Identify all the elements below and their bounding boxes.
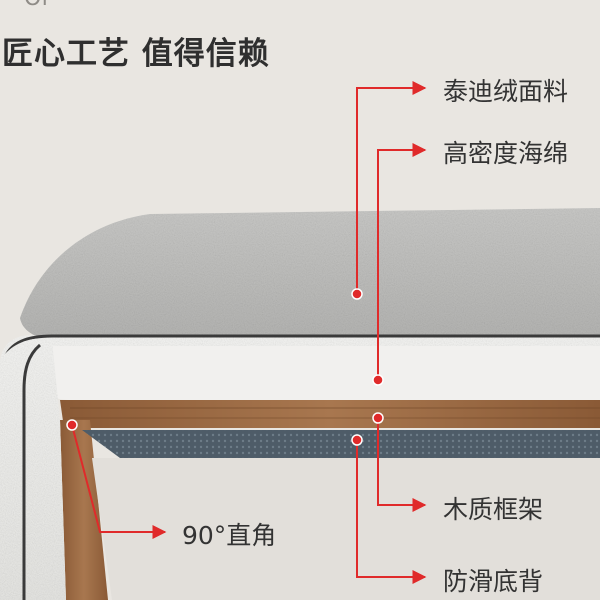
page-headline: 匠心工艺 值得信赖 — [2, 36, 270, 72]
callout-dot-foam — [372, 374, 384, 386]
brand-logo: Of — [24, 0, 49, 11]
callout-label-frame: 木质框架 — [443, 495, 544, 524]
callout-dot-fabric — [351, 288, 363, 300]
foam-layer — [40, 346, 600, 400]
leader-line-foam — [377, 143, 427, 378]
leader-line-frame — [377, 418, 427, 512]
fabric-side-outline — [22, 343, 42, 600]
leader-line-backing — [356, 440, 427, 584]
anti-slip-backing — [82, 430, 600, 458]
wood-frame-plank — [60, 400, 600, 428]
callout-dot-corner — [66, 419, 78, 431]
callout-label-foam: 高密度海绵 — [443, 139, 569, 168]
fabric-side-wall — [0, 338, 66, 600]
underside-shadow — [92, 458, 600, 600]
leader-line-corner — [71, 424, 167, 539]
callout-label-fabric: 泰迪绒面料 — [443, 77, 569, 106]
fabric-top-surface — [20, 208, 600, 340]
callout-dot-backing — [351, 434, 363, 446]
callout-label-corner: 90°直角 — [182, 521, 277, 550]
leader-line-fabric — [356, 81, 427, 294]
callout-label-backing: 防滑底背 — [443, 567, 544, 596]
callout-dot-frame — [372, 412, 384, 424]
wood-frame-leg — [60, 420, 108, 600]
